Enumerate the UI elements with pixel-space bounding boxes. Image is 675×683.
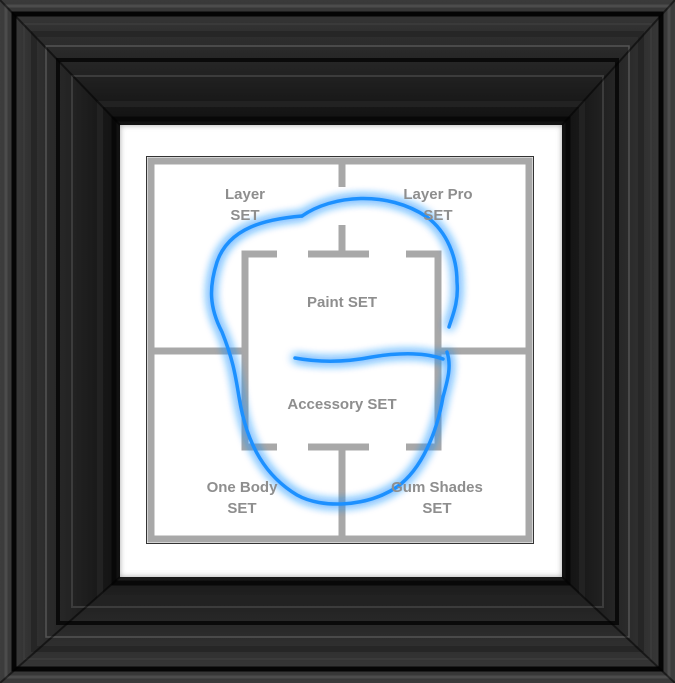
label-line: SET <box>205 205 285 226</box>
label-line: Layer <box>205 184 285 205</box>
label-accessory-set: Accessory SET <box>262 394 422 415</box>
label-line: Paint SET <box>282 292 402 313</box>
label-line: SET <box>377 498 497 519</box>
label-one-body-set: One Body SET <box>187 477 297 519</box>
label-line: One Body <box>187 477 297 498</box>
label-paint-set: Paint SET <box>282 292 402 313</box>
label-line: Layer Pro <box>383 184 493 205</box>
label-line: Gum Shades <box>377 477 497 498</box>
label-layer-pro-set: Layer Pro SET <box>383 184 493 226</box>
label-gum-shades-set: Gum Shades SET <box>377 477 497 519</box>
diagram-panel: Layer SET Layer Pro SET Paint SET Access… <box>146 156 534 544</box>
label-line: SET <box>383 205 493 226</box>
label-line: Accessory SET <box>262 394 422 415</box>
label-layer-set: Layer SET <box>205 184 285 226</box>
label-line: SET <box>187 498 297 519</box>
